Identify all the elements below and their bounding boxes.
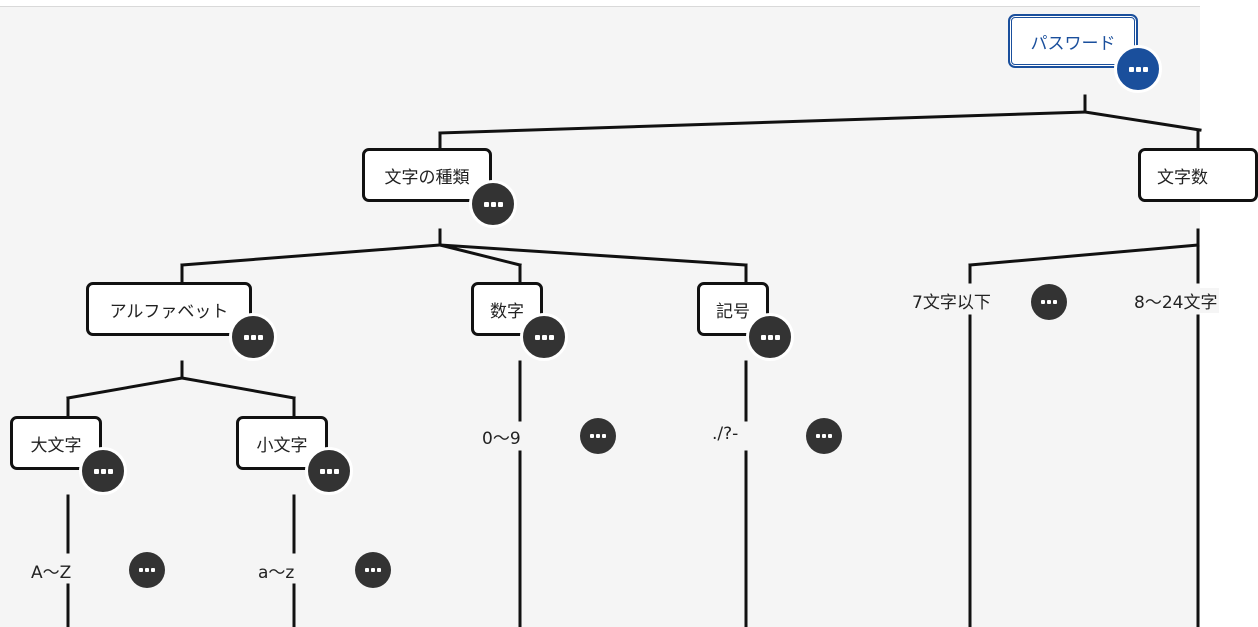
node-symbol-example[interactable]: ./?-: [710, 424, 741, 444]
node-lower-range[interactable]: a〜z: [256, 558, 297, 583]
more-dots-icon: [139, 568, 155, 572]
node-label: アルファベット: [109, 301, 229, 322]
node-menu-button[interactable]: [469, 180, 517, 228]
connector-line: [66, 376, 184, 400]
node-menu-button[interactable]: [1114, 45, 1162, 93]
node-menu-button[interactable]: [806, 418, 842, 454]
node-label: 文字の種類: [384, 167, 470, 188]
more-dots-icon: [243, 334, 263, 340]
more-dots-icon: [760, 334, 780, 340]
connector-lines: [66, 94, 1202, 627]
node-menu-button[interactable]: [129, 552, 165, 588]
node-digit-range[interactable]: 0〜9: [480, 424, 523, 449]
connector-line: [1083, 110, 1202, 132]
node-menu-button[interactable]: [746, 313, 794, 361]
more-dots-icon: [1041, 300, 1057, 304]
node-char-count[interactable]: 文字数: [1138, 148, 1258, 202]
more-dots-icon: [93, 468, 113, 474]
node-menu-button[interactable]: [520, 313, 568, 361]
more-dots-icon: [534, 334, 554, 340]
connector-line: [438, 243, 522, 267]
node-menu-button[interactable]: [305, 447, 353, 495]
node-menu-button[interactable]: [580, 418, 616, 454]
node-label: 大文字: [30, 435, 82, 456]
more-dots-icon: [1128, 66, 1148, 72]
more-dots-icon: [365, 568, 381, 572]
node-label: パスワード: [1030, 33, 1116, 54]
node-upper-range[interactable]: A〜Z: [29, 558, 74, 583]
node-menu-button[interactable]: [229, 313, 277, 361]
connector-line: [438, 110, 1087, 135]
node-menu-button[interactable]: [1031, 284, 1067, 320]
connector-line: [180, 243, 442, 267]
node-label: 記号: [716, 301, 750, 322]
node-length-ok[interactable]: 8〜24文字: [1132, 288, 1220, 313]
node-length-short[interactable]: 7文字以下: [910, 288, 993, 313]
node-menu-button[interactable]: [355, 552, 391, 588]
node-label: 小文字: [256, 435, 308, 456]
more-dots-icon: [483, 201, 503, 207]
mindmap-canvas: パスワード 文字の種類 文字数 アルファベット 数字 記号 7文字以下 8〜24…: [0, 6, 1258, 627]
node-menu-button[interactable]: [79, 447, 127, 495]
connector-line: [180, 376, 296, 400]
connector-line: [438, 243, 748, 267]
more-dots-icon: [590, 434, 606, 438]
node-alphabet[interactable]: アルファベット: [86, 282, 252, 336]
more-dots-icon: [319, 468, 339, 474]
node-label: 文字数: [1157, 167, 1208, 188]
more-dots-icon: [816, 434, 832, 438]
node-label: 数字: [490, 301, 524, 322]
connector-line: [968, 243, 1200, 267]
